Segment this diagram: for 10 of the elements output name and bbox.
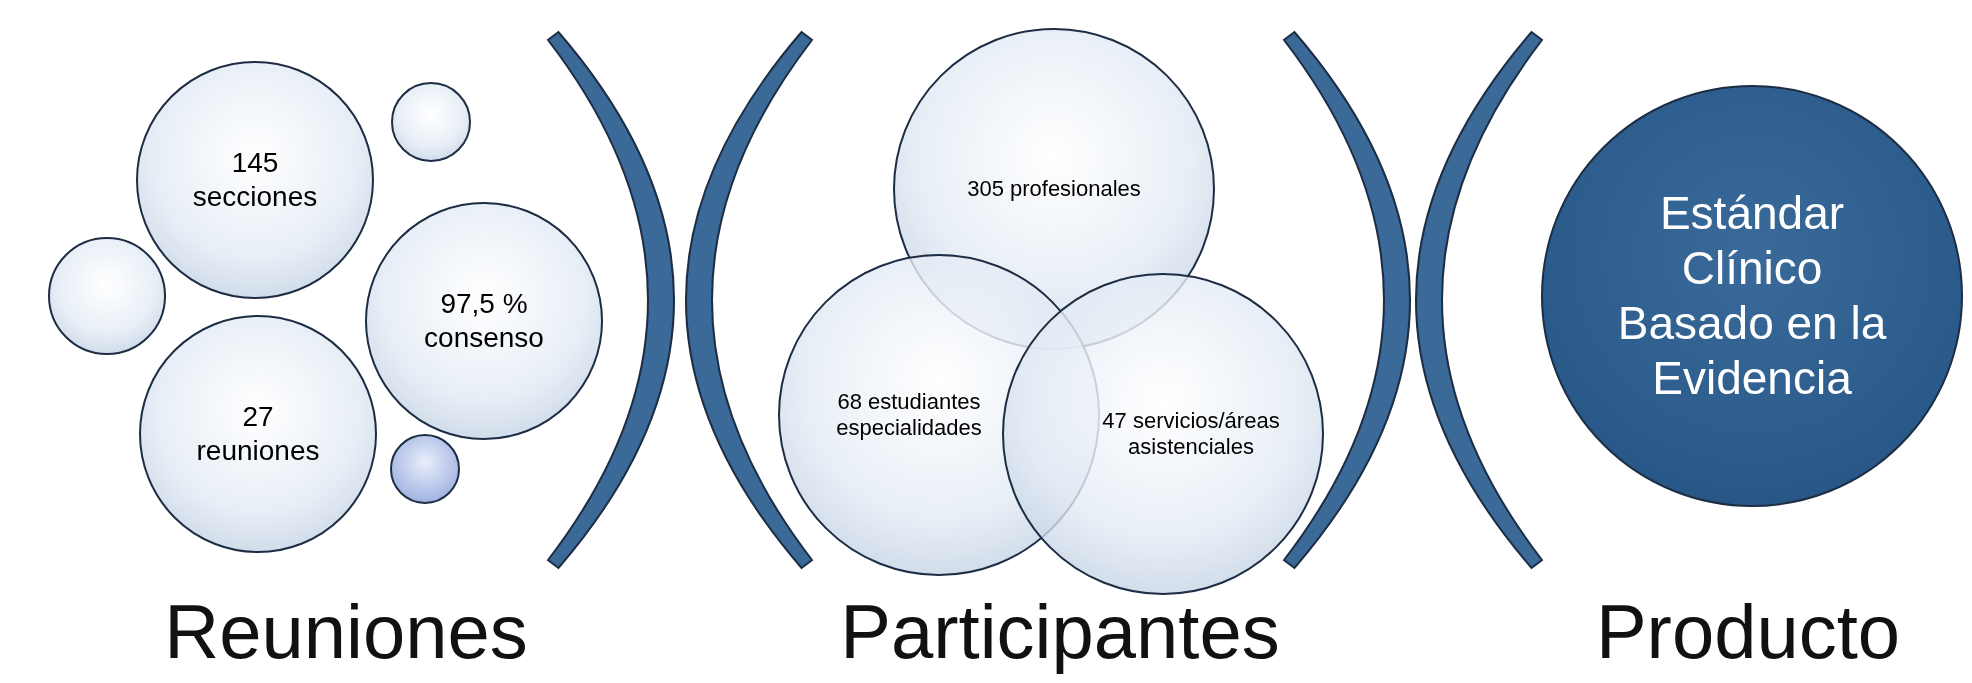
product-text: Estándar Clínico Basado en la Evidencia [1616,185,1888,407]
section-heading: Producto [1595,592,1901,672]
section-heading: Participantes [840,592,1280,672]
circle-label: 97,5 % consenso [423,287,545,355]
circle-label: 47 servicios/áreas asistenciales [1101,407,1281,461]
circle-label: 27 reuniones [195,400,321,468]
circle-label: 305 profesionales [967,175,1141,203]
circle-label: 145 secciones [191,146,319,214]
section-heading: Reuniones [164,592,528,672]
circle-label: 68 estudiantes especialidades [835,388,983,442]
